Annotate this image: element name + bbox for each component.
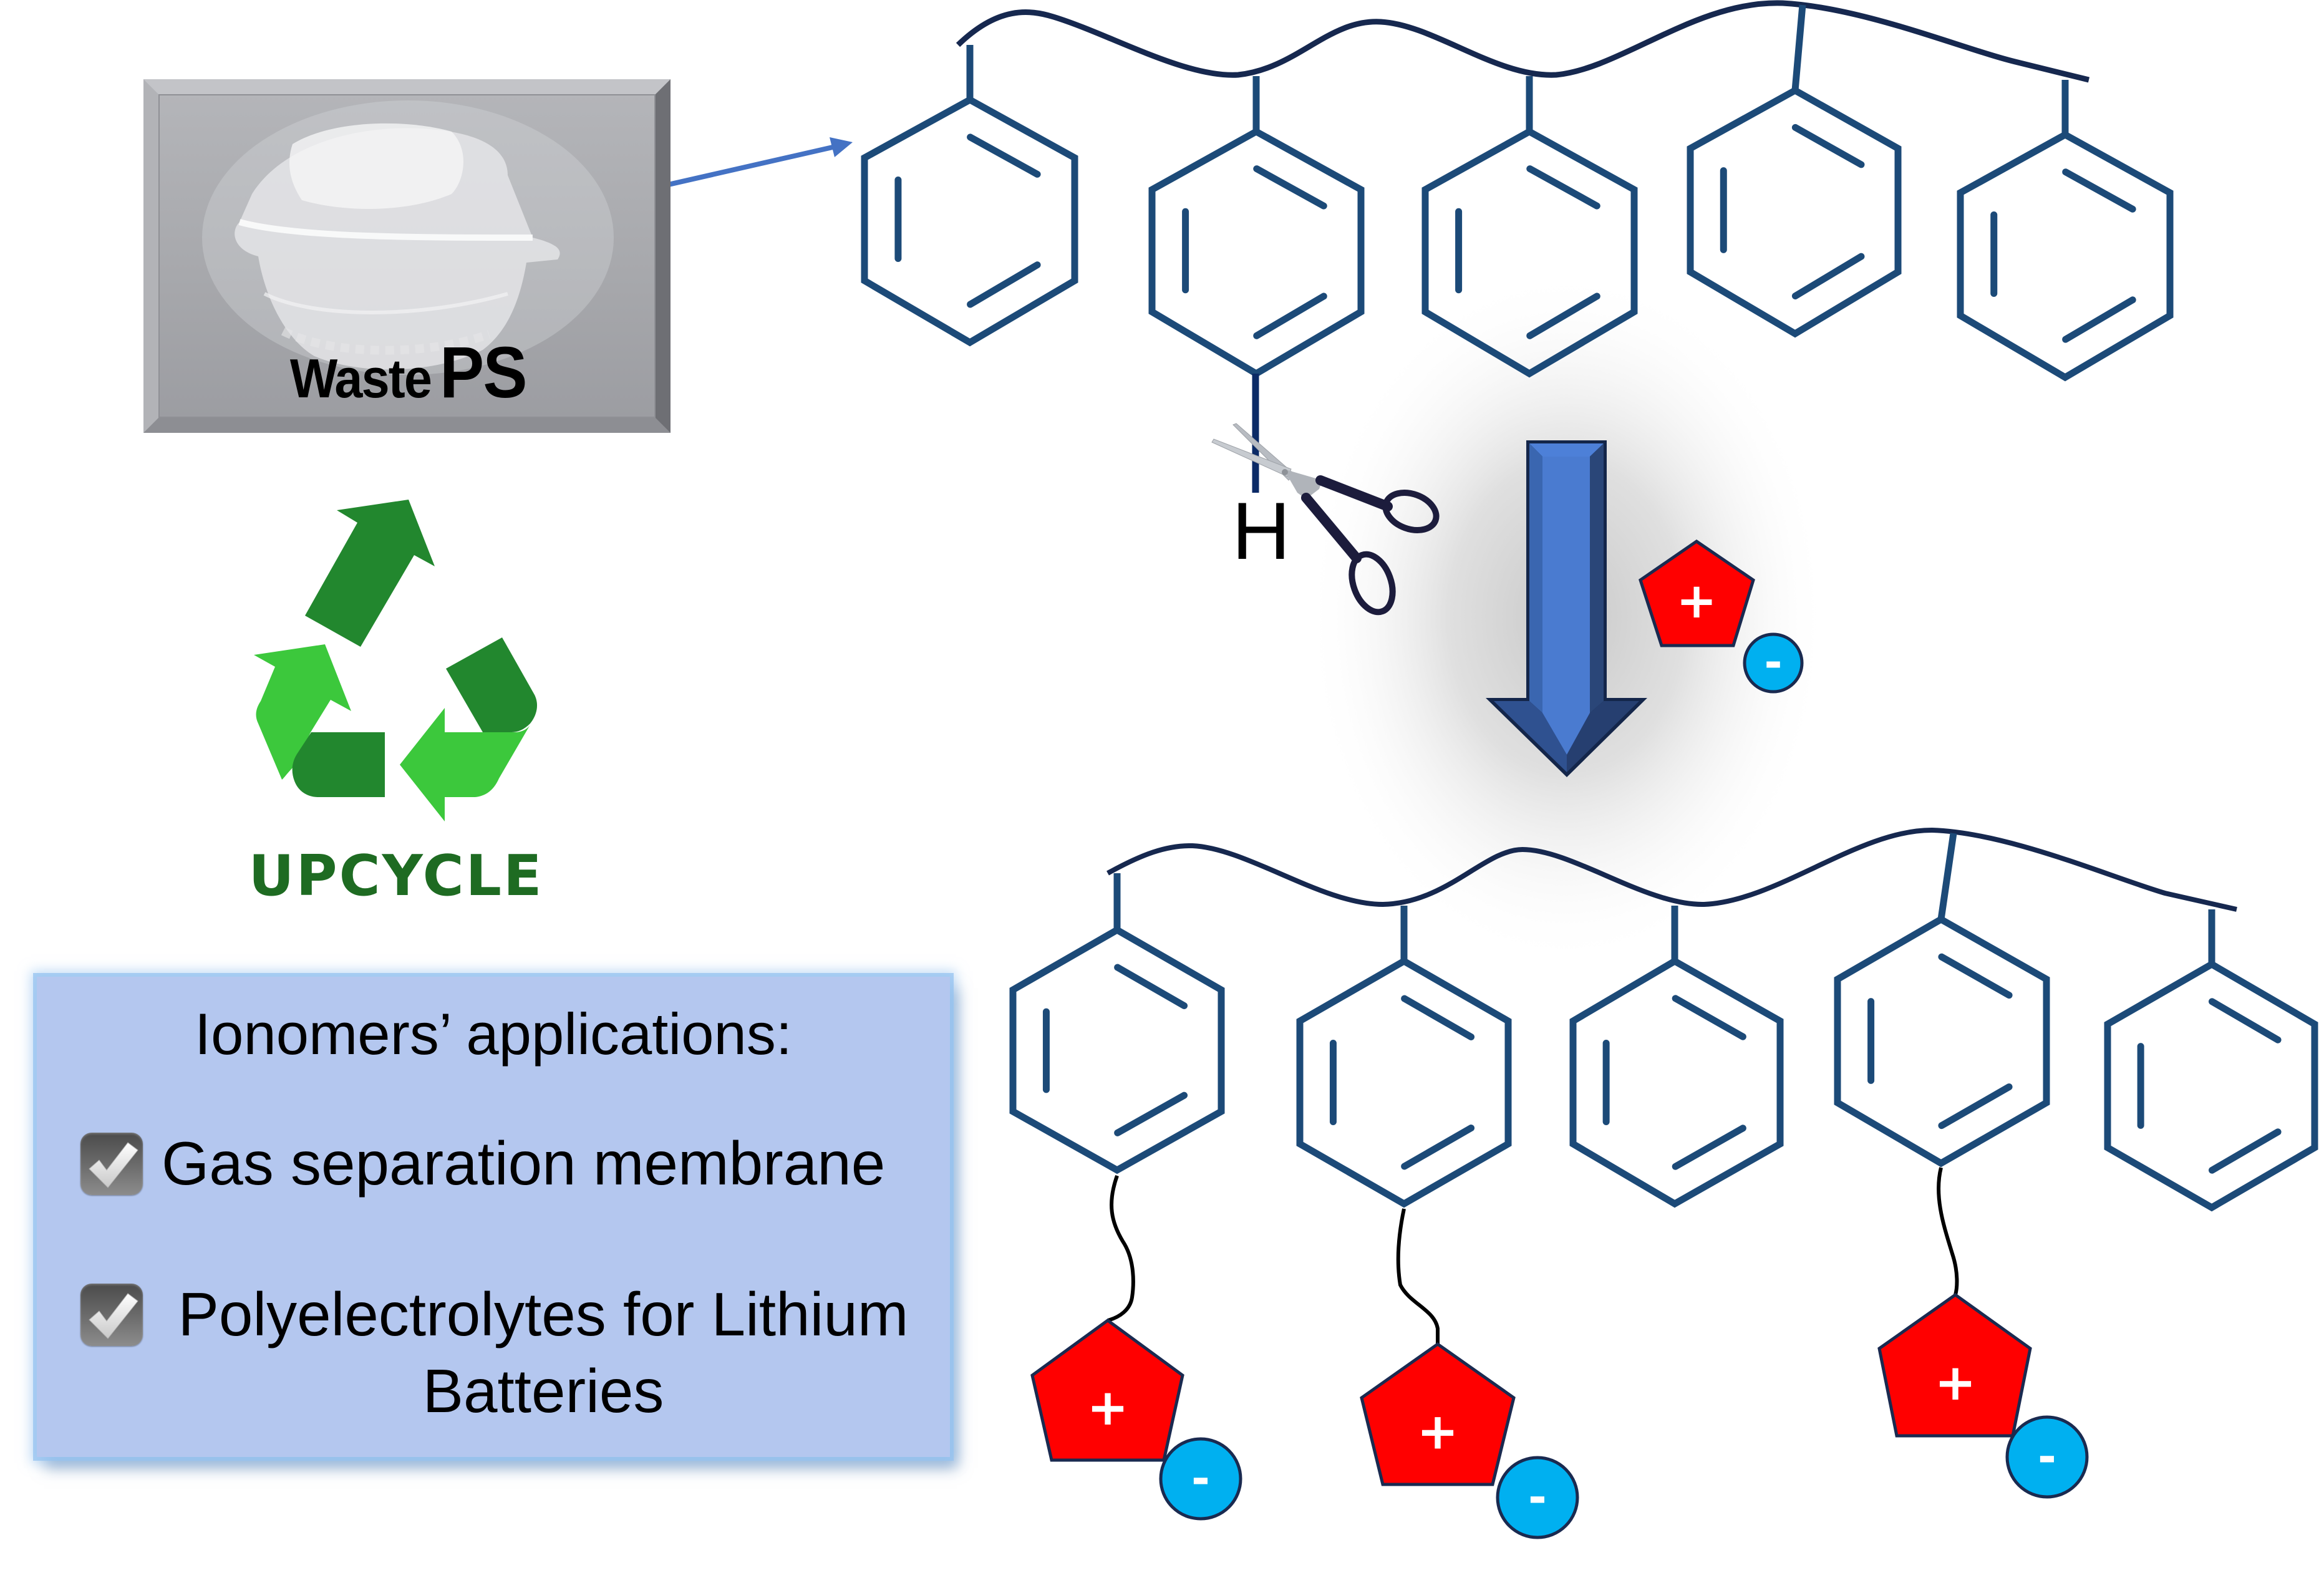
double-bond [1114,1092,1188,1136]
ring-hexagon [1687,86,1902,338]
upcycle-label: UPCYCLE [248,843,544,909]
ionomer-chain: +-+-+- [1009,827,2318,1539]
polymer-backbone [1106,827,2237,912]
application-item-label: Gas separation membrane [162,1129,886,1198]
applications-box: Ionomers’ applications: Gas separation m… [37,977,950,1457]
benzene-ring [1421,76,1638,378]
cation-pentagon [1360,1342,1516,1486]
ring-hexagon [1957,130,2174,382]
waste-ps-label: Waste PS [158,331,656,414]
cation-pentagon [1639,539,1755,647]
application-item: Gas separation membrane [80,1129,925,1202]
polymer-backbone [956,0,2090,83]
ion-pair: +- [1030,1318,1242,1521]
benzene-ring [1687,4,1902,338]
double-bond [1401,1125,1475,1170]
anion-charge: - [1191,1452,1210,1504]
double-bond [1253,293,1327,339]
alkyl-tether [1107,1174,1135,1322]
double-bond [2062,296,2136,343]
double-bond [967,261,1041,308]
anion-charge: - [1764,637,1782,688]
ring-stem-bond [1937,833,1957,920]
cation-charge: + [1676,573,1716,629]
waste-ps-card: Waste PS [143,79,671,433]
anion-charge: - [2038,1430,2056,1483]
benzene-ring [1296,906,1512,1208]
alkyl-tether [1937,1167,1959,1295]
ion-pair: +- [1877,1292,2089,1499]
double-bond [1672,995,1746,1040]
scissors-icon [1211,423,1440,616]
polystyrene-chain [861,0,2174,382]
double-bond [1401,995,1475,1040]
ring-hexagon [1421,127,1638,378]
checkbox-checked-icon [80,1133,143,1195]
reagent-ion-pair: + - [1639,539,1804,694]
double-bond [1253,165,1327,210]
cation-pentagon [1030,1318,1184,1462]
double-bond [1114,964,1188,1009]
double-bond [1938,1083,2013,1130]
ring-hexagon [1834,915,2050,1168]
ring-hexagon [2104,960,2318,1212]
ring-stem-bond [1791,4,1806,91]
application-item-label-line1: Polyelectrolytes for Lithium [178,1280,909,1348]
cation-charge: + [1087,1378,1128,1436]
anion-circle [1159,1437,1242,1521]
checkbox-checked-icon [80,1284,143,1346]
applications-title: Ionomers’ applications: [195,1001,792,1067]
waste-ps-label-emphasis: PS [440,332,528,413]
double-bond [1672,1125,1746,1170]
ring-hexagon [1296,957,1512,1208]
benzene-ring [1957,80,2174,382]
plastic-container-image [202,100,614,375]
double-bond [2062,168,2136,213]
ring-hexagon [1569,957,1784,1208]
application-item-label-line2: Batteries [422,1356,664,1425]
anion-circle [2005,1415,2089,1499]
benzene-ring [1834,833,2050,1168]
ring-hexagon [1009,926,1225,1174]
double-bond [1526,165,1600,210]
benzene-ring [1569,906,1784,1208]
double-bond [1526,293,1600,339]
double-bond [1791,123,1865,168]
benzene-ring [2104,909,2318,1212]
double-bond [2208,998,2282,1043]
benzene-ring [1148,76,1365,378]
hydrogen-atom-label: H [1232,485,1290,576]
cation-charge: + [1416,1403,1458,1461]
double-bond [2208,1128,2282,1174]
ring-hexagon [861,95,1078,347]
double-bond [967,133,1041,178]
double-bond [1938,953,2013,999]
anion-circle [1496,1456,1579,1539]
alkyl-tether [1396,1208,1440,1344]
down-arrow-icon [1486,440,1647,777]
benzene-ring [1009,873,1225,1174]
benzene-ring [861,45,1078,347]
cation-charge: + [1934,1353,1976,1411]
cation-pentagon [1877,1292,2032,1438]
recycle-icon [254,500,538,821]
anion-circle [1743,632,1804,694]
ion-pair: +- [1360,1342,1579,1539]
anion-charge: - [1528,1471,1547,1523]
waste-ps-label-prefix: Waste [289,347,432,409]
double-bond [1791,253,1865,300]
